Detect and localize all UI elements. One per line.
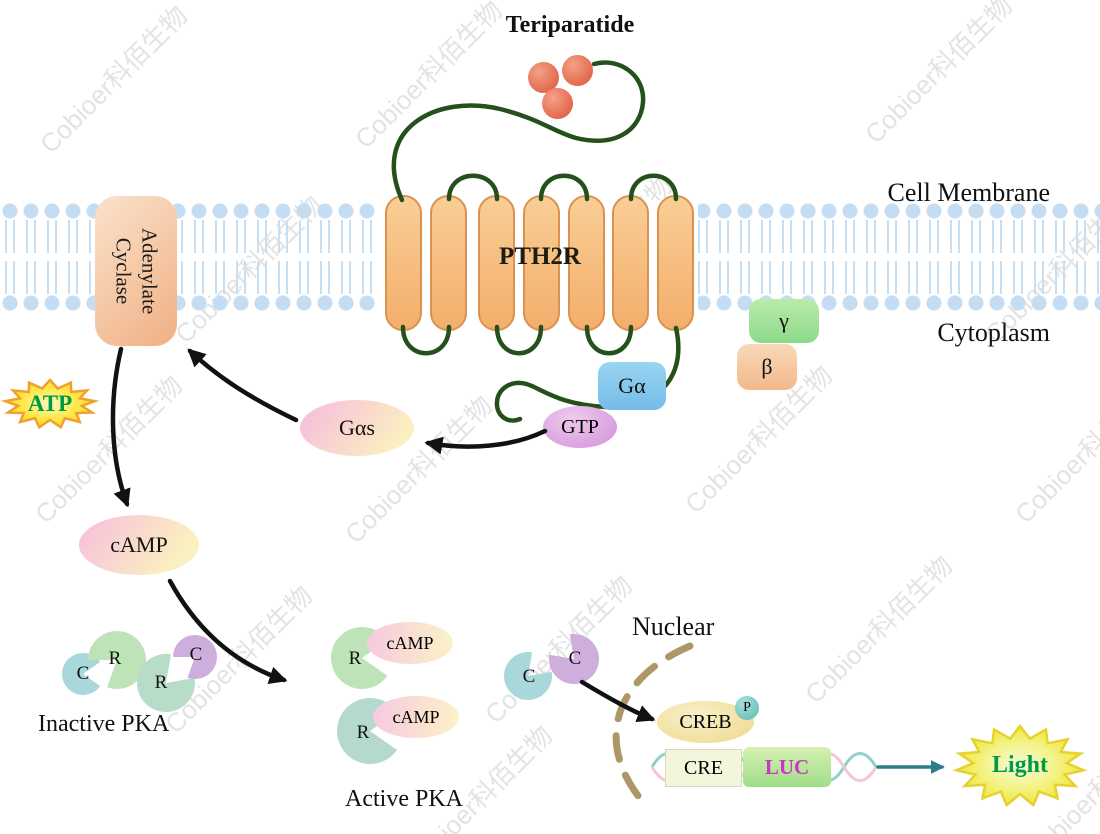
- subunit-label: R: [154, 672, 168, 693]
- camp-bound-ellipse: cAMP: [373, 696, 459, 738]
- pka-r-subunit: [88, 631, 146, 689]
- subunit-label: C: [522, 666, 536, 687]
- pka-c-subunit: [173, 635, 217, 679]
- teriparatide-ligand-circle: [542, 88, 573, 119]
- pka-c-subunit: [504, 652, 552, 700]
- gtp-label: GTP: [561, 415, 599, 438]
- receptor-helix-4: [523, 195, 560, 331]
- creb-label: CREB: [679, 710, 732, 733]
- arrow-gtp-to-gas: [424, 428, 548, 455]
- adenylate-cyclase: [95, 196, 177, 346]
- beta-label: β: [761, 354, 773, 379]
- arrow-ac-to-camp: [110, 346, 131, 508]
- active-pka-label: Active PKA: [345, 786, 463, 812]
- extracellular-loop-1: [446, 173, 500, 202]
- phospho-badge: P: [735, 696, 759, 720]
- camp-bound-label: cAMP: [386, 632, 434, 653]
- intracellular-loop-3: [584, 324, 634, 356]
- receptor-label: PTH2R: [499, 243, 581, 270]
- camp-bound-ellipse: cAMP: [367, 622, 453, 664]
- light-burst: [952, 723, 1088, 808]
- pathway-title: Teriparatide: [505, 12, 635, 38]
- g-alpha-box: Gα: [598, 362, 666, 410]
- extracellular-loop-3: [628, 173, 679, 202]
- cre-label: CRE: [684, 756, 723, 779]
- intracellular-loop-2: [494, 324, 544, 356]
- intracellular-loop-1: [400, 324, 452, 356]
- arrow-c-to-creb: [579, 679, 656, 723]
- g-alpha-s-label: Gαs: [339, 415, 375, 440]
- camp-label: cAMP: [110, 532, 168, 557]
- cre-box: CRE: [665, 749, 742, 787]
- gamma-subunit: γ: [749, 299, 819, 343]
- pka-c-subunit: [549, 634, 599, 684]
- camp-bound-label: cAMP: [392, 706, 440, 727]
- subunit-label: R: [108, 648, 122, 669]
- arrow-gas-to-ac: [187, 348, 299, 423]
- subunit-label: R: [348, 648, 362, 669]
- beta-subunit: β: [737, 344, 797, 390]
- subunit-label: C: [189, 644, 203, 665]
- camp-ellipse: cAMP: [79, 515, 199, 575]
- nuclear-membrane-dashes: [612, 642, 694, 806]
- luc-box: LUC: [743, 747, 831, 787]
- gamma-label: γ: [779, 308, 789, 333]
- phospho-label: P: [743, 700, 751, 715]
- subunit-label: C: [568, 648, 582, 669]
- receptor-helix-3: [478, 195, 515, 331]
- luc-label: LUC: [764, 754, 810, 779]
- n-terminus-loop: [391, 60, 646, 203]
- nuclear-label: Nuclear: [632, 612, 715, 641]
- gtp-ellipse: GTP: [543, 406, 617, 448]
- atp-label: ATP: [27, 391, 73, 416]
- light-label: Light: [991, 752, 1048, 778]
- cell-membrane-label: Cell Membrane: [887, 178, 1050, 207]
- subunit-label: R: [356, 722, 370, 743]
- g-alpha-label: Gα: [618, 373, 646, 398]
- inactive-pka-label: Inactive PKA: [38, 711, 170, 737]
- teriparatide-ligand-circle: [528, 62, 559, 93]
- receptor-helix-1: [385, 195, 422, 331]
- subunit-label: C: [76, 663, 90, 684]
- teriparatide-ligand-circle: [562, 55, 593, 86]
- g-alpha-s-ellipse: Gαs: [300, 400, 414, 456]
- atp-burst: [0, 378, 100, 430]
- cytoplasm-label: Cytoplasm: [937, 318, 1050, 347]
- arrow-camp-to-pka: [167, 578, 288, 684]
- extracellular-loop-2: [538, 173, 590, 202]
